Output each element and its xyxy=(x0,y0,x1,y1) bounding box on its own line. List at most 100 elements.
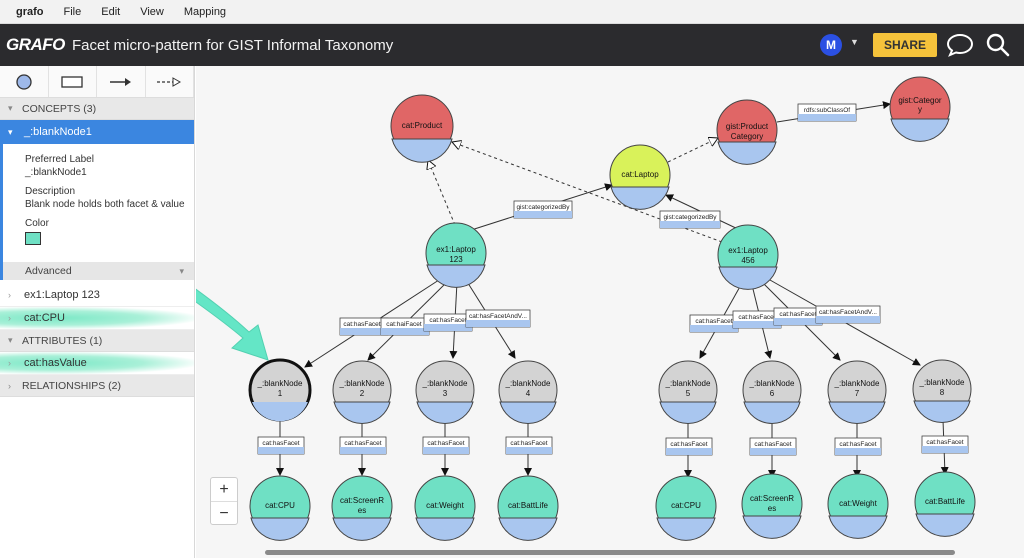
node-cat-product[interactable]: cat:Product xyxy=(390,94,454,163)
edge-label-hasfacet[interactable]: cat:haiFacet xyxy=(380,317,430,336)
svg-text:cat:CPU: cat:CPU xyxy=(265,501,295,510)
preferred-label-value[interactable]: _:blankNode1 xyxy=(25,167,87,178)
edge-label-hasfacet[interactable]: cat:hasFacet xyxy=(689,314,739,333)
edge-label-hasfacet[interactable]: cat:hasFacet xyxy=(339,317,389,336)
svg-text:_:blankNode: _:blankNode xyxy=(749,379,795,388)
edge-labels[interactable]: rdfs:subClassOf gist:categorizedBy gist:… xyxy=(257,103,969,456)
edge-label-hasfacet[interactable]: cat:hasFacet xyxy=(257,436,305,455)
node-cat-cpu-2[interactable]: cat:CPU xyxy=(655,475,717,541)
attribute-tool[interactable] xyxy=(49,66,97,97)
concept-tool[interactable] xyxy=(0,66,49,97)
relationships-section-header[interactable]: › RELATIONSHIPS (2) xyxy=(0,375,194,397)
node-cat-weight-2[interactable]: cat:Weight xyxy=(827,473,889,539)
svg-text:ex1:Laptop: ex1:Laptop xyxy=(436,245,476,254)
attributes-section-header[interactable]: ▾ ATTRIBUTES (1) xyxy=(0,330,194,352)
dashed-arrow-icon xyxy=(157,76,182,87)
node-blanknode-6[interactable]: _:blankNode 6 xyxy=(742,360,802,424)
edit-menu[interactable]: Edit xyxy=(101,5,121,18)
menu-bar: grafo File Edit View Mapping xyxy=(0,0,1024,24)
document-title[interactable]: Facet micro-pattern for GIST Informal Ta… xyxy=(72,36,394,54)
view-menu[interactable]: View xyxy=(140,5,164,18)
node-cat-battlife-2[interactable]: cat:BattLife xyxy=(914,471,976,537)
circle-icon xyxy=(16,73,32,90)
svg-text:cat:hasFacet: cat:hasFacet xyxy=(779,311,816,318)
node-gist-productcategory[interactable]: gist:Product Category xyxy=(716,99,778,165)
grafo-logo[interactable]: GRAFO xyxy=(6,35,65,54)
edge-label-categorizedby[interactable]: gist:categorizedBy xyxy=(659,210,721,229)
horizontal-scrollbar[interactable] xyxy=(265,550,955,555)
svg-text:cat:hasFacet: cat:hasFacet xyxy=(344,440,381,447)
node-blanknode-8[interactable]: _:blankNode 8 xyxy=(912,359,972,423)
svg-text:5: 5 xyxy=(686,389,691,398)
edge-label-hasfacet[interactable]: cat:hasFacet xyxy=(834,437,882,456)
edge-label-hasfacet[interactable]: cat:hasFacet xyxy=(339,436,387,455)
chevron-down-icon: ▾ xyxy=(8,126,13,137)
graph-canvas[interactable]: rdfs:subClassOf gist:categorizedBy gist:… xyxy=(196,66,1024,558)
node-blanknode-7[interactable]: _:blankNode 7 xyxy=(827,360,887,424)
concepts-section-header[interactable]: ▾ CONCEPTS (3) xyxy=(0,98,194,120)
node-cat-cpu[interactable]: cat:CPU xyxy=(249,475,311,541)
edge-label-hasfacet[interactable]: cat:hasFacet xyxy=(921,435,969,454)
color-swatch[interactable] xyxy=(25,232,41,245)
chevron-right-icon: › xyxy=(8,358,11,368)
node-ex1-laptop456[interactable]: ex1:Laptop 456 xyxy=(717,224,779,290)
node-cat-weight[interactable]: cat:Weight xyxy=(414,475,476,541)
node-cat-screenres[interactable]: cat:ScreenR es xyxy=(331,475,393,541)
edge-label-hasfacet[interactable]: cat:hasFacet xyxy=(422,436,470,455)
concept-item-laptop123[interactable]: › ex1:Laptop 123 xyxy=(0,284,194,307)
chevron-down-icon[interactable]: ▼ xyxy=(850,37,859,47)
edge-label-hasfacet[interactable]: cat:hasFacet xyxy=(749,437,797,456)
node-cat-battlife[interactable]: cat:BattLife xyxy=(497,475,559,541)
edge-label-subclassof[interactable]: rdfs:subClassOf xyxy=(797,103,857,122)
node-ex1-laptop123[interactable]: ex1:Laptop 123 xyxy=(425,222,487,288)
chat-icon[interactable] xyxy=(946,32,974,63)
description-value[interactable]: Blank node holds both facet & value xyxy=(25,199,185,210)
mapping-menu[interactable]: Mapping xyxy=(183,5,227,18)
node-gist-category[interactable]: gist:Categor y xyxy=(889,76,951,142)
user-avatar[interactable]: M xyxy=(820,34,842,56)
zoom-out-button[interactable]: − xyxy=(219,505,229,522)
advanced-toggle[interactable]: Advanced ▾ xyxy=(0,262,194,280)
subclass-tool[interactable] xyxy=(146,66,194,97)
node-cat-screenres-2[interactable]: cat:ScreenR es xyxy=(741,473,803,539)
node-blanknode-2[interactable]: _:blankNode 2 xyxy=(332,360,392,424)
node-cat-laptop[interactable]: cat:Laptop xyxy=(609,144,671,210)
chevron-down-icon: ▾ xyxy=(8,335,13,345)
svg-text:cat:Laptop: cat:Laptop xyxy=(621,170,659,179)
file-menu[interactable]: File xyxy=(63,5,82,18)
svg-text:1: 1 xyxy=(278,389,283,398)
svg-text:cat:haiFacet: cat:haiFacet xyxy=(386,321,422,328)
graph-svg[interactable]: rdfs:subClassOf gist:categorizedBy gist:… xyxy=(196,66,1024,558)
svg-text:_:blankNode: _:blankNode xyxy=(665,379,711,388)
node-blanknode-4[interactable]: _:blankNode 4 xyxy=(498,360,558,424)
share-button[interactable]: SHARE xyxy=(873,33,937,57)
svg-text:_:blankNode: _:blankNode xyxy=(339,379,385,388)
svg-text:cat:hasFacet: cat:hasFacet xyxy=(429,317,466,324)
arrow-right-icon xyxy=(109,77,131,86)
title-bar: GRAFO Facet micro-pattern for GIST Infor… xyxy=(0,24,1024,66)
edge-label-categorizedby[interactable]: gist:categorizedBy xyxy=(513,200,573,219)
concept-item-cpu[interactable]: › cat:CPU xyxy=(0,307,194,330)
node-blanknode-5[interactable]: _:blankNode 5 xyxy=(658,360,718,424)
selected-concept[interactable]: ▾ _:blankNode1 xyxy=(0,120,194,144)
attribute-item-hasvalue[interactable]: › cat:hasValue xyxy=(0,352,194,375)
edge-label-hasfacet[interactable]: cat:hasFacet xyxy=(505,436,553,455)
edge-label-hasfacet[interactable]: cat:hasFacet xyxy=(665,437,713,456)
relationship-tool[interactable] xyxy=(97,66,146,97)
svg-text:gist:categorizedBy: gist:categorizedBy xyxy=(516,204,570,211)
svg-text:_:blankNode: _:blankNode xyxy=(422,379,468,388)
edge-label-hasfacet[interactable]: cat:hasFacet xyxy=(423,313,473,332)
svg-text:cat:BattLife: cat:BattLife xyxy=(925,497,966,506)
svg-text:4: 4 xyxy=(526,389,531,398)
preferred-label-title: Preferred Label xyxy=(25,154,94,165)
attribute-item-label: cat:hasValue xyxy=(24,357,87,369)
app-menu[interactable]: grafo xyxy=(16,5,44,18)
edge-label-hasfacetandv[interactable]: cat:hasFacetAndV... xyxy=(815,305,881,324)
node-blanknode-3[interactable]: _:blankNode 3 xyxy=(415,360,475,424)
node-blanknode-1[interactable]: _:blankNode 1 xyxy=(248,358,312,422)
edge-label-hasfacetandv[interactable]: cat:hasFacetAndV... xyxy=(465,309,531,328)
search-icon[interactable] xyxy=(985,32,1011,63)
edge-label-hasfacet[interactable]: cat:hasFacet xyxy=(773,307,823,326)
zoom-in-button[interactable]: + xyxy=(211,478,237,502)
zoom-controls: + − xyxy=(210,477,238,525)
